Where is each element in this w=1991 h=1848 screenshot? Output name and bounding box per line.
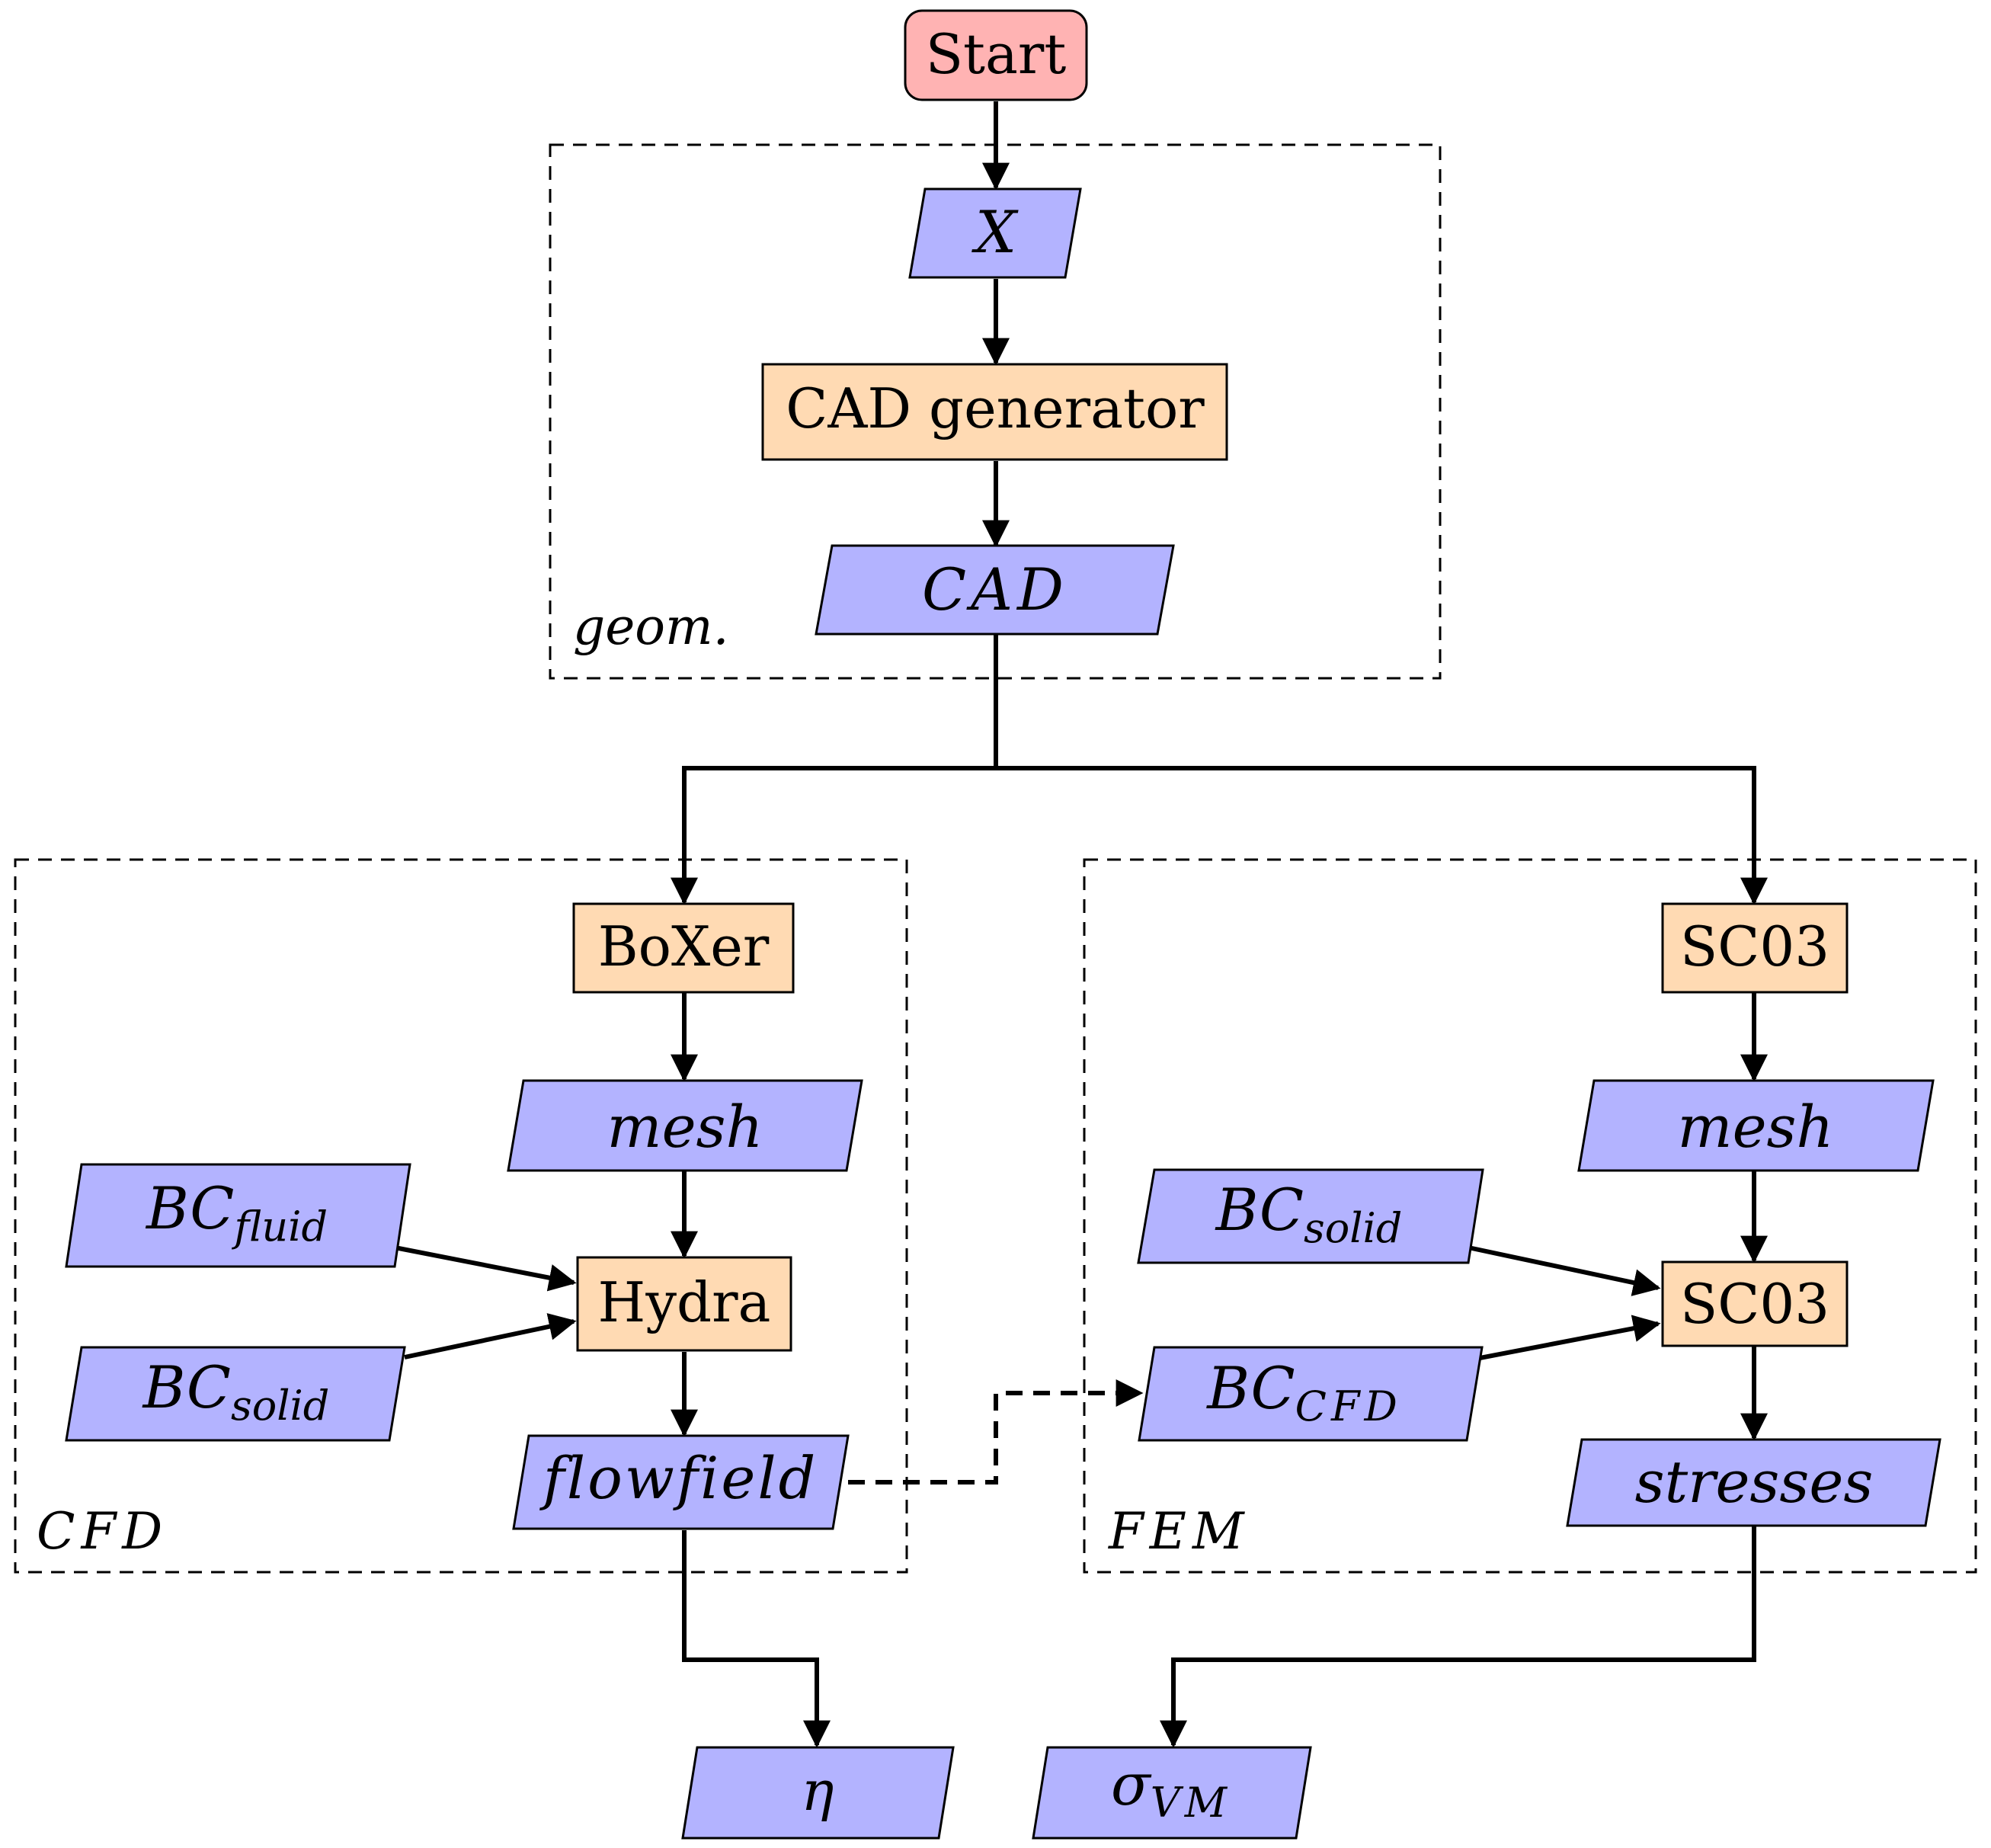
- edge-bccfd-dashed: [848, 1379, 1144, 1484]
- sigma-vm-sub: VM: [1151, 1779, 1231, 1827]
- bc-solid-cfd-label: BCsolid: [142, 1353, 330, 1430]
- flowfield-label: flowfield: [539, 1444, 818, 1512]
- edge-bcsolid-sc03: [1468, 1245, 1661, 1296]
- eta-node: η: [681, 1746, 955, 1840]
- bc-fluid-label: BCfluid: [145, 1174, 328, 1251]
- edge-cad-sc03: [996, 766, 1768, 905]
- x-label: X: [971, 198, 1019, 266]
- cfd-group-box: [14, 858, 908, 1574]
- cfd-group-label: CFD: [37, 1502, 168, 1561]
- bc-solid-fem-sub: solid: [1304, 1204, 1402, 1252]
- mesh-fem-label: mesh: [1678, 1093, 1834, 1161]
- sc03-mid-node: SC03: [1661, 1260, 1849, 1347]
- sc03-mid-label: SC03: [1680, 1272, 1829, 1336]
- fem-group-label: FEM: [1108, 1502, 1250, 1561]
- start-node: Start: [904, 9, 1088, 101]
- stresses-label: stresses: [1635, 1448, 1874, 1516]
- hydra-node: Hydra: [576, 1256, 792, 1352]
- start-label: Start: [926, 22, 1067, 86]
- boxer-label: BoXer: [598, 914, 770, 978]
- bc-fluid-sub: fluid: [231, 1203, 328, 1251]
- fem-group-box: [1083, 858, 1977, 1574]
- bc-cfd-base: BC: [1205, 1354, 1295, 1422]
- x-node: X: [908, 187, 1082, 279]
- cad-generator-node: CAD generator: [761, 363, 1228, 461]
- mesh-fem-node: mesh: [1577, 1079, 1935, 1172]
- bc-cfd-node: BCCFD: [1138, 1346, 1484, 1442]
- edge-bcfluid-hydra: [394, 1245, 577, 1292]
- bc-solid-cfd-sub: solid: [231, 1382, 329, 1430]
- cad-generator-label: CAD generator: [786, 376, 1205, 440]
- eta-label: η: [801, 1759, 834, 1823]
- edges: [394, 101, 1768, 1748]
- bc-cfd-sub: CFD: [1295, 1382, 1402, 1430]
- bc-solid-fem-base: BC: [1215, 1176, 1304, 1244]
- bc-solid-fem-label: BCsolid: [1215, 1176, 1403, 1252]
- mesh-cfd-node: mesh: [507, 1079, 863, 1172]
- sigma-vm-base: σ: [1111, 1750, 1152, 1818]
- bc-solid-cfd-base: BC: [142, 1353, 231, 1421]
- boxer-node: BoXer: [572, 902, 795, 994]
- bc-fluid-base: BC: [145, 1174, 234, 1242]
- hydra-label: Hydra: [598, 1270, 771, 1334]
- edge-cad-boxer: [671, 635, 998, 905]
- bc-fluid-node: BCfluid: [65, 1163, 411, 1268]
- edge-bcsolid-hydra: [404, 1313, 577, 1360]
- sigma-vm-node: σVM: [1032, 1746, 1312, 1840]
- sc03-top-node: SC03: [1661, 902, 1849, 994]
- cad-node: CAD: [815, 544, 1175, 636]
- flowfield-node: flowfield: [512, 1434, 850, 1530]
- edge-stresses-sigma: [1160, 1526, 1756, 1748]
- geom-group-label: geom.: [573, 597, 729, 656]
- sc03-top-label: SC03: [1680, 914, 1829, 978]
- sigma-vm-label: σVM: [1111, 1750, 1231, 1827]
- bc-cfd-label: BCCFD: [1205, 1354, 1402, 1430]
- edge-flowfield-eta: [682, 1530, 831, 1748]
- edge-bccfd-sc03: [1475, 1315, 1661, 1361]
- bc-solid-fem-node: BCsolid: [1137, 1168, 1484, 1264]
- cad-label: CAD: [922, 556, 1068, 623]
- bc-solid-cfd-node: BCsolid: [65, 1346, 406, 1442]
- mesh-cfd-label: mesh: [607, 1093, 763, 1161]
- stresses-node: stresses: [1566, 1438, 1941, 1527]
